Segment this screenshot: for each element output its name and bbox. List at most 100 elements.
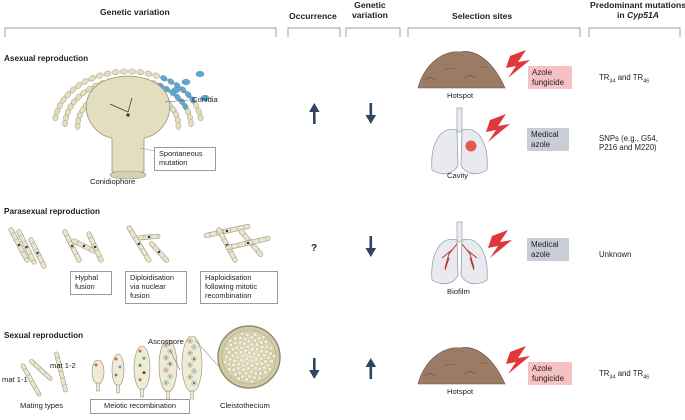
ascospore <box>249 335 254 340</box>
ascospore <box>268 351 273 356</box>
parasexual-hyphae <box>8 223 271 269</box>
ascospore <box>236 366 241 371</box>
ascospore <box>241 367 246 372</box>
foot-cell <box>109 170 147 180</box>
ascospore <box>249 342 254 347</box>
free-conidium <box>200 94 210 101</box>
mutation-tr34-tr46-2: TR34 and TR46 <box>599 369 649 381</box>
ascospore <box>254 342 260 347</box>
sexual-occurrence-down-arrow <box>309 358 320 379</box>
tr-and-1: and TR <box>615 73 644 82</box>
hypha-segment <box>216 227 238 263</box>
ascospore <box>245 332 250 337</box>
ascospore <box>228 338 233 343</box>
lightning-2 <box>486 114 510 142</box>
header-gv2-line1: Genetic <box>354 0 386 10</box>
mating-hypha <box>20 363 42 397</box>
label-cleistothecium: Cleistothecium <box>220 401 270 410</box>
label-conidiophore: Conidiophore <box>90 177 136 186</box>
hypha-segment <box>148 241 170 263</box>
ascospore <box>236 362 241 367</box>
ascospore <box>260 344 265 350</box>
hypha-segment <box>16 229 37 265</box>
ascospore <box>239 331 245 337</box>
ascospore <box>255 361 260 366</box>
ascospore <box>253 332 258 337</box>
snps-line2: P216 and M220) <box>599 142 657 152</box>
ascospore <box>271 354 276 359</box>
ascospore <box>256 352 261 357</box>
ascospore <box>228 343 233 348</box>
ascospore <box>246 366 251 371</box>
ascospore-leader-1 <box>169 349 181 371</box>
diploid-line2: via nuclear <box>130 281 166 291</box>
section-asexual: Asexual reproduction <box>4 54 89 63</box>
ascospore <box>227 350 232 355</box>
ascus <box>111 353 125 387</box>
header-genetic-variation: Genetic variation <box>100 7 170 17</box>
conidium <box>144 70 153 77</box>
ascospore <box>258 371 263 376</box>
header-pm-line2: in Cyp51A <box>590 9 685 21</box>
ascospore <box>263 359 268 364</box>
cavity-lesion <box>465 140 477 152</box>
tr-prefix-1: TR <box>599 73 610 82</box>
ascospore <box>257 366 262 372</box>
soil-hotspot-2 <box>417 347 506 385</box>
mating-hypha <box>54 351 68 393</box>
section-sexual: Sexual reproduction <box>4 331 84 340</box>
ascospore <box>241 353 246 359</box>
ascospore <box>239 345 244 350</box>
label-hotspot-1: Hotspot <box>447 91 474 100</box>
header-pm-gene: Cyp51A <box>627 9 659 20</box>
ascospore <box>264 349 269 354</box>
mutation-snps: SNPs (e.g., G54, P216 and M220) <box>599 134 658 153</box>
asci-illustration <box>20 335 223 400</box>
lungs-biofilm <box>431 221 488 285</box>
ascospore <box>238 335 243 341</box>
ascospore <box>262 365 267 370</box>
azole2-line2: fungicide <box>532 373 565 383</box>
conidium <box>188 119 194 127</box>
bracket-selection-sites <box>407 27 581 37</box>
label-conidia: Conidia <box>192 95 218 104</box>
header-predominant-mutations: Predominant mutations in Cyp51A <box>590 0 685 21</box>
mating-hypha <box>29 359 53 381</box>
header-selection-sites: Selection sites <box>452 11 513 21</box>
conidium <box>136 69 145 76</box>
ascospore <box>230 353 235 358</box>
box-spontaneous-mutation: Spontaneous mutation <box>154 147 216 171</box>
conidiophore-stalk <box>85 75 171 173</box>
ascospore <box>267 367 272 372</box>
conidia-leader <box>164 99 189 103</box>
ascospore <box>249 363 254 368</box>
badge-azole-fungicide-2: Azole fungicide <box>528 362 572 386</box>
ascospore <box>253 366 258 371</box>
tr34-sub-1: 34 <box>609 78 616 85</box>
azole1-line2: fungicide <box>532 77 565 87</box>
ascospore <box>247 374 252 379</box>
header-brackets <box>4 27 681 37</box>
ascospore <box>247 350 252 355</box>
section-parasexual: Parasexual reproduction <box>4 207 101 216</box>
conidium <box>197 113 204 122</box>
lightning-bolts <box>486 50 530 374</box>
conidium <box>75 82 83 89</box>
ascospore <box>233 372 238 377</box>
ascospore <box>238 350 243 355</box>
label-mat-1-1: mat 1-1 <box>2 375 28 384</box>
tr34-sub-2: 34 <box>609 374 616 381</box>
ascospore <box>235 355 241 360</box>
conidium <box>88 75 96 82</box>
ascospore <box>248 354 253 360</box>
trend-arrows <box>309 103 377 379</box>
ascospore <box>264 344 269 349</box>
ascospore <box>240 374 245 379</box>
ascospore <box>249 358 255 363</box>
ascospore <box>247 339 252 344</box>
ascospore <box>269 346 274 351</box>
ascospore <box>224 354 229 359</box>
conidiophore-illustration <box>52 68 210 180</box>
hypha-segment <box>225 236 271 251</box>
ascospore <box>261 335 266 340</box>
